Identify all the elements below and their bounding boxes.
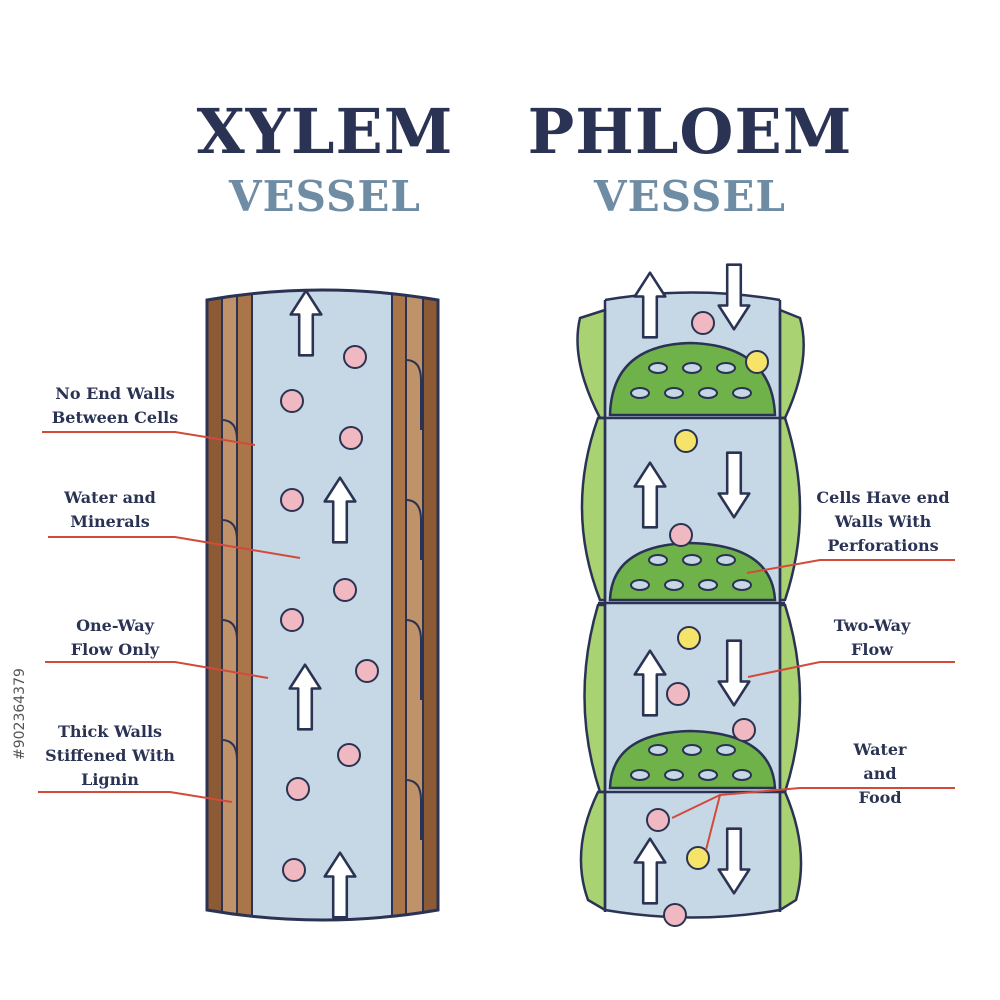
label-water-minerals: Water and Minerals <box>64 488 156 531</box>
phloem-title: PHLOEM <box>527 95 853 168</box>
sieve-plate-pores <box>630 362 752 781</box>
label-two-way-flow: Two-Way Flow <box>833 616 911 659</box>
xylem-title: XYLEM <box>196 95 454 168</box>
label-no-end-walls: No End Walls Between Cells <box>51 384 179 427</box>
label-one-way-flow: One-Way Flow Only <box>70 616 160 659</box>
xylem-particles <box>280 345 379 882</box>
phloem-companion-cells <box>576 308 805 913</box>
watermark-id: #902364379 <box>12 668 28 760</box>
phloem-vessel <box>576 263 805 927</box>
leader-lines <box>38 431 955 851</box>
xylem-subtitle: VESSEL <box>229 172 421 221</box>
phloem-particles <box>646 311 769 927</box>
label-end-walls-perforations: Cells Have end Walls With Perforations <box>816 488 950 555</box>
label-water-food: Water and Food <box>853 740 907 807</box>
xylem-lumen <box>252 290 392 920</box>
label-thick-walls: Thick Walls Stiffened With Lignin <box>45 722 175 789</box>
xylem-vessel <box>205 288 440 922</box>
phloem-subtitle: VESSEL <box>594 172 786 221</box>
